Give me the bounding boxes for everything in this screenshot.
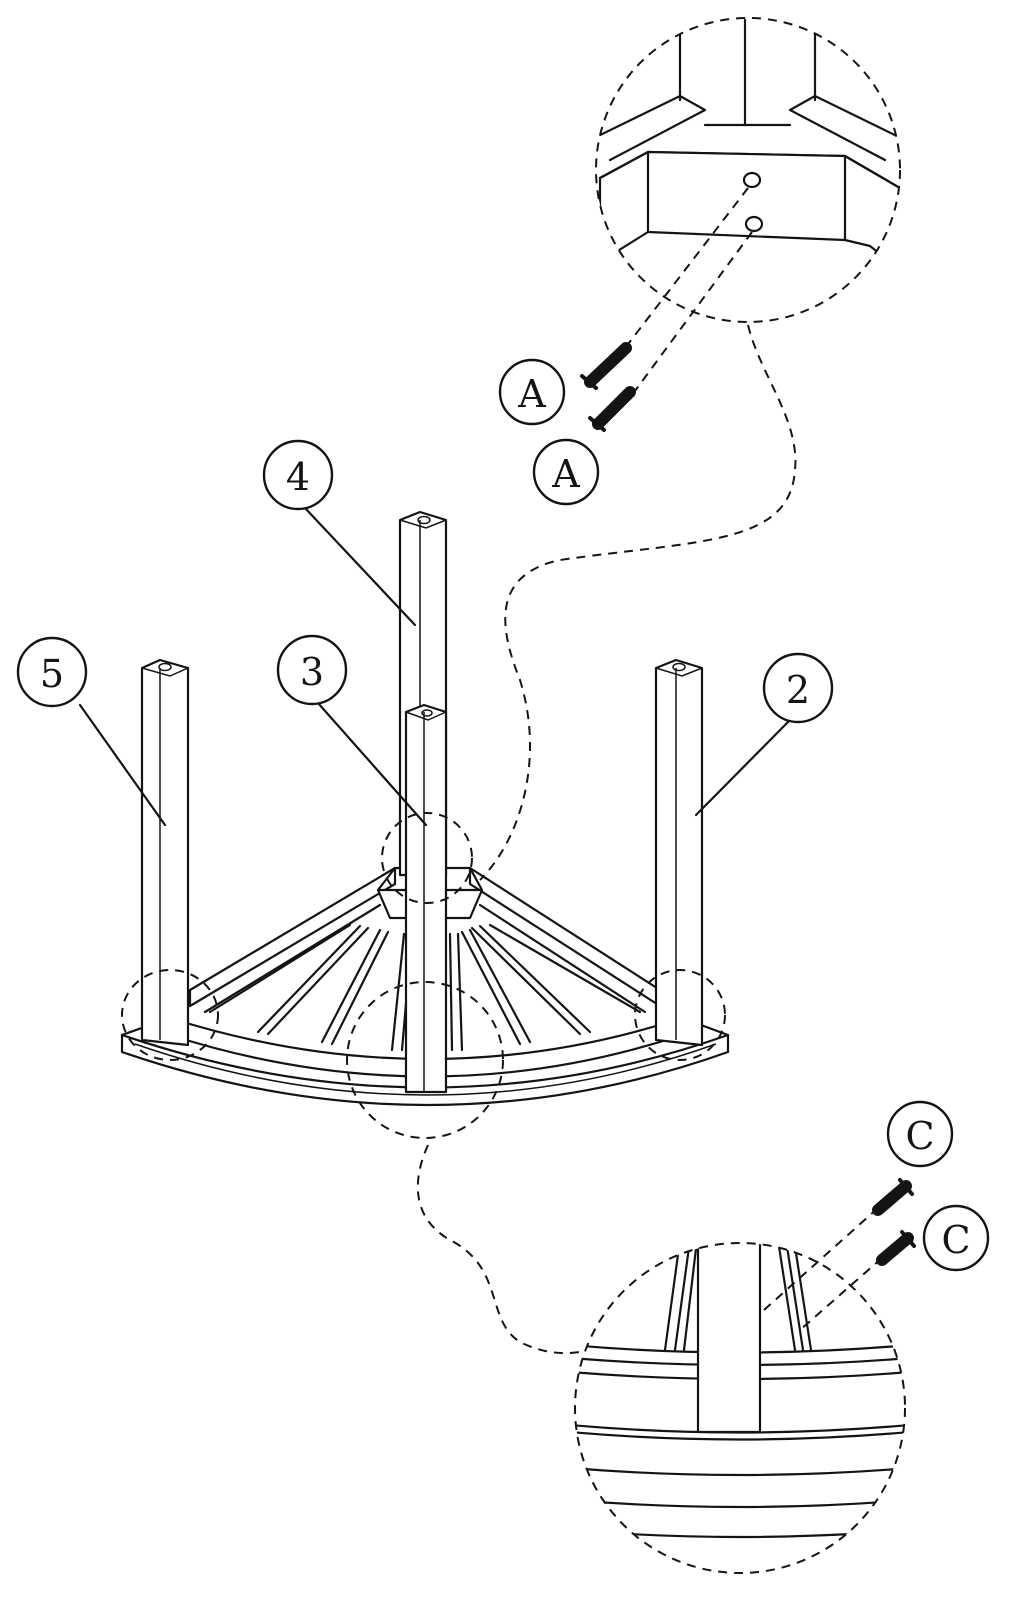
hardware-label-c-lower-text: C [941,1218,970,1262]
part-label-2-text: 2 [786,668,810,712]
screw-a-upper-icon [580,342,632,390]
hardware-label-a-upper: A [498,358,566,426]
leg-5 [140,658,190,1047]
hardware-label-a-lower: A [532,438,600,506]
part-label-3-text: 3 [300,650,324,694]
connector-path-c [416,1144,581,1355]
hardware-label-c-upper: C [886,1100,954,1168]
leg-2 [654,658,704,1047]
detail-view-a [595,17,901,323]
part-label-4: 4 [262,439,334,511]
screw-c-upper-icon [872,1178,914,1216]
part-label-5-text: 5 [40,652,64,696]
screw-a-lower-icon [588,386,636,432]
hardware-label-a-upper-text: A [517,372,546,416]
table-assembly [120,510,730,1139]
part-label-3: 3 [276,634,348,706]
hardware-label-a-lower-text: A [551,452,580,496]
screw-paths-c [763,1207,883,1331]
leader-lines [78,506,792,827]
hardware-label-c-lower: C [922,1204,990,1272]
detail-view-c [574,1242,906,1574]
detail-markers [121,812,726,1139]
part-label-4-text: 4 [286,455,310,499]
hardware-label-c-upper-text: C [905,1114,934,1158]
fan-slats [208,923,642,1052]
screw-paths-a [479,187,797,881]
leg-3 [404,703,448,1094]
screw-c-lower-icon [876,1230,916,1266]
part-label-5: 5 [16,636,88,708]
part-label-2: 2 [762,652,834,724]
